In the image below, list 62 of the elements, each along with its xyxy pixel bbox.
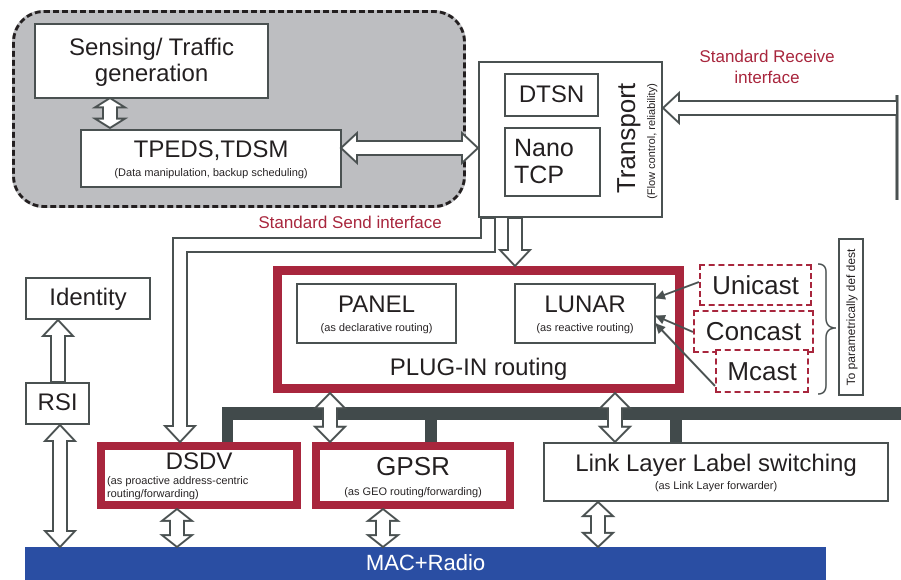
- interface-label: Standard Send interface: [257, 212, 443, 234]
- node-title: Nano TCP: [514, 134, 575, 190]
- cast-mode-box: [693, 310, 814, 353]
- node-subtitle: (Data manipulation, backup scheduling): [114, 166, 308, 180]
- block-arrow: [162, 217, 496, 444]
- node-subtitle: (Flow control, reliability): [645, 82, 659, 201]
- double-block-arrow: [340, 130, 480, 166]
- bus-bar: [222, 407, 901, 442]
- module-box: [34, 23, 269, 99]
- block-arrow: [498, 217, 532, 268]
- node-title: PANEL: [338, 292, 415, 319]
- module-box: [543, 442, 889, 502]
- node-title: TPEDS,TDSM: [134, 137, 288, 164]
- module-box: [25, 277, 151, 320]
- arrow: [655, 314, 694, 333]
- node-subtitle: (as GEO routing/forwarding): [344, 486, 482, 500]
- node-title: LUNAR: [544, 292, 626, 319]
- double-block-arrow: [580, 500, 616, 548]
- block-arrow: [40, 318, 76, 383]
- module-box: [504, 73, 599, 117]
- arrow: [655, 281, 700, 300]
- cast-mode-box: [699, 264, 812, 306]
- application-region: [12, 10, 466, 208]
- double-block-arrow: [159, 508, 195, 548]
- node-title: To parametrically def dest: [843, 248, 859, 388]
- module-box: [504, 127, 601, 197]
- arrow: [655, 323, 716, 387]
- block-arrow: [662, 90, 898, 126]
- node-subtitle: (as reactive routing): [536, 322, 634, 335]
- double-block-arrow: [42, 424, 78, 548]
- node-title: DTSN: [518, 82, 584, 108]
- node-title: Unicast: [712, 270, 799, 300]
- note-box: [838, 238, 864, 396]
- double-block-arrow: [312, 392, 348, 444]
- node-title: Link Layer Label switching: [575, 450, 857, 478]
- mac-radio-bar: [25, 547, 826, 580]
- node-title: RSI: [37, 390, 78, 417]
- node-title: Transport: [611, 82, 641, 196]
- routing-box: [97, 442, 301, 509]
- module-box: [514, 283, 656, 344]
- node-subtitle: (as declarative routing): [320, 322, 432, 335]
- node-title: GPSR: [376, 452, 450, 480]
- module-box: [25, 382, 90, 425]
- routing-box: [312, 442, 514, 509]
- node-title: MAC+Radio: [366, 551, 486, 576]
- edge-label: Standard Receive interface: [698, 46, 836, 88]
- node-subtitle: (as proactive address-centric routing/forwarding): [107, 475, 250, 502]
- node-title: Mcast: [727, 356, 797, 386]
- double-block-arrow: [92, 96, 128, 130]
- module-box: [296, 283, 457, 344]
- node-title: DSDV: [166, 450, 232, 474]
- double-block-arrow: [365, 508, 401, 548]
- node-subtitle: (as Link Layer forwarder): [654, 480, 778, 494]
- module-box: [80, 129, 342, 188]
- node-title: Concast: [706, 317, 802, 346]
- routing-container: [273, 266, 684, 393]
- double-block-arrow: [598, 392, 632, 444]
- node-title: Sensing/ Traffic generation: [68, 34, 235, 88]
- cast-mode-box: [715, 349, 809, 393]
- node-title: Identity: [49, 285, 127, 312]
- node-title: PLUG-IN routing: [388, 354, 568, 381]
- transport-box: [478, 61, 663, 218]
